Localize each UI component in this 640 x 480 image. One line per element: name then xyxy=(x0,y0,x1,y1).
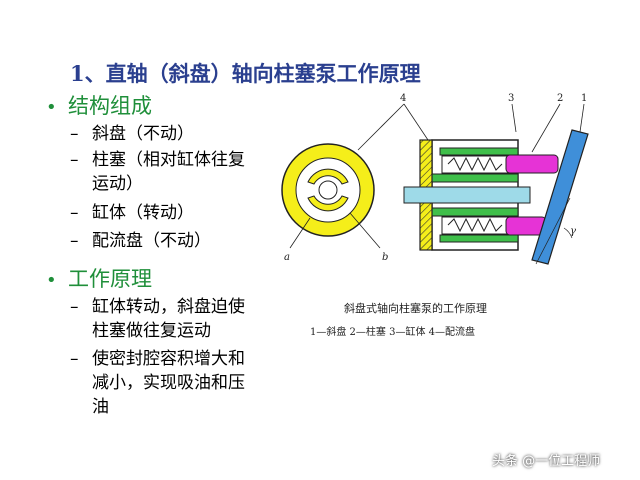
page-title: 1、直轴（斜盘）轴向柱塞泵工作原理 xyxy=(70,61,421,86)
list-item: –配流盘（不动） xyxy=(70,231,211,251)
bullet-dot-icon: • xyxy=(46,97,57,118)
list-item: –使密封腔容积增大和 减小，实现吸油和压 油 xyxy=(70,349,245,417)
section-heading: 结构组成 xyxy=(68,94,152,118)
list-item: –柱塞（相对缸体往复 运动） xyxy=(70,150,245,194)
section-heading: 工作原理 xyxy=(68,267,152,291)
list-item: –缸体（转动） xyxy=(70,203,194,223)
figure-caption: 斜盘式轴向柱塞泵的工作原理 xyxy=(344,302,487,315)
label-gamma: γ xyxy=(570,226,576,237)
list-item: –斜盘（不动） xyxy=(70,124,194,144)
bullet-structure: • 结构组成 xyxy=(46,90,152,120)
drive-shaft xyxy=(403,186,531,204)
bullet-principle: • 工作原理 xyxy=(46,263,152,293)
label-4: 4 xyxy=(400,93,406,104)
port-plate-end-view xyxy=(281,143,381,249)
watermark: 头条 @一位工程师 xyxy=(492,454,601,469)
label-3: 3 xyxy=(508,93,514,104)
label-2: 2 xyxy=(557,93,563,104)
pump-diagram: 4 3 2 1 a b γ xyxy=(281,93,589,265)
bullet-dot-icon: • xyxy=(46,270,57,291)
label-b: b xyxy=(382,252,388,263)
plunger-upper xyxy=(505,154,559,174)
label-a: a xyxy=(284,252,290,263)
swash-plate xyxy=(531,129,589,265)
label-1: 1 xyxy=(581,93,587,104)
list-item: –缸体转动，斜盘迫使 柱塞做往复运动 xyxy=(70,297,245,341)
figure-legend: 1—斜盘 2—柱塞 3—缸体 4—配流盘 xyxy=(310,327,475,338)
